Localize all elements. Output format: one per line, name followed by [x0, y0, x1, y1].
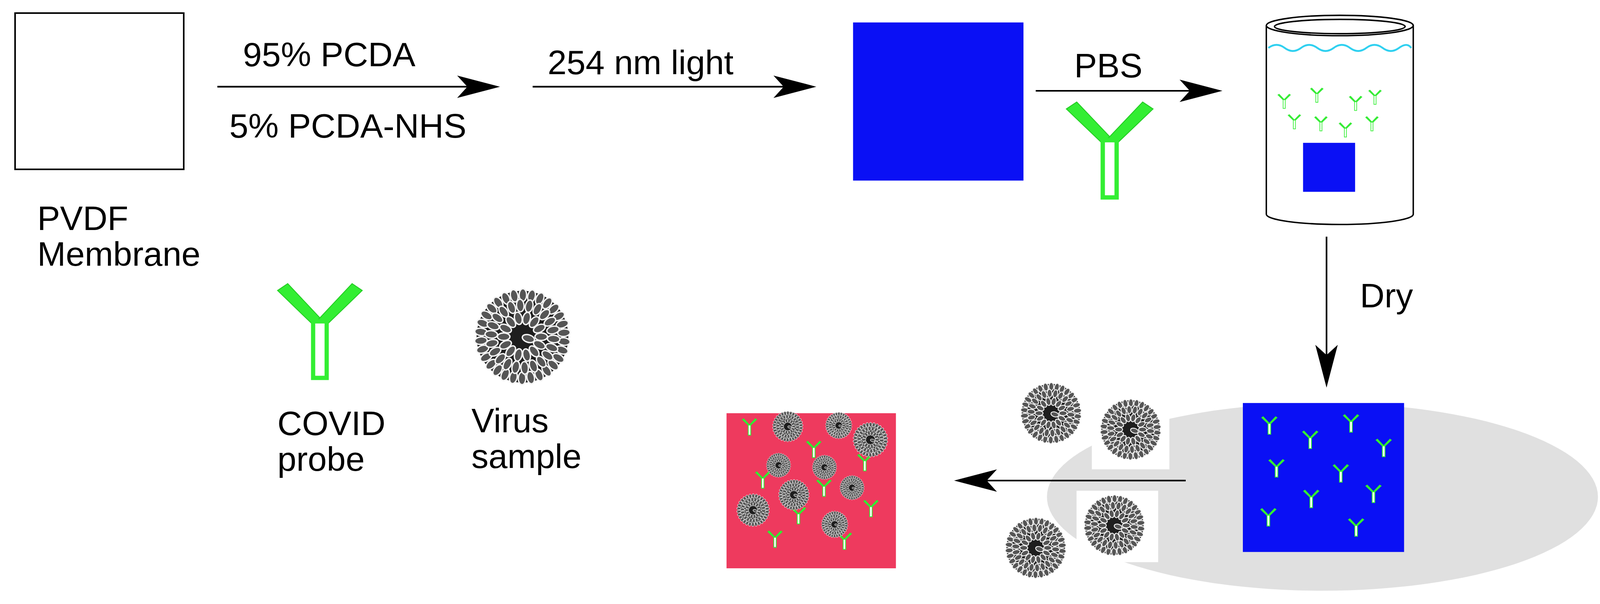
virus-particle — [839, 475, 865, 501]
buffer-label: PBS — [1074, 47, 1143, 84]
virus-particle — [1005, 517, 1067, 579]
viruses — [474, 288, 1162, 579]
beaker — [1266, 15, 1414, 225]
virus-particle — [825, 412, 852, 439]
blue-membrane-probes — [1242, 403, 1404, 553]
beaker-antibodies — [1277, 87, 1382, 137]
reagent-label: 95% PCDA — [242, 36, 416, 73]
arrows — [217, 75, 1338, 493]
node-label: PVDF Membrane — [37, 200, 228, 273]
virus-particle — [772, 411, 803, 443]
step-label: Dry — [1359, 277, 1414, 314]
virus-particle — [778, 479, 810, 511]
virus-particle — [812, 455, 837, 480]
white-patch — [1091, 396, 1170, 470]
legend-text: Virus sample — [471, 402, 603, 475]
white-patch — [1076, 490, 1159, 563]
reagent-label: 5% PCDA-NHS — [229, 107, 467, 144]
virus-particle — [474, 288, 571, 385]
virus-particle — [766, 453, 791, 478]
virus-particle — [853, 422, 889, 458]
virus-particle — [736, 494, 770, 527]
virus-particle — [821, 511, 849, 539]
blue-membrane — [853, 22, 1024, 181]
virus-particle — [1083, 495, 1146, 557]
membrane-antibodies — [1260, 414, 1393, 537]
red-membrane — [726, 413, 897, 569]
virus-particle — [1020, 382, 1082, 445]
legend-text: COVID probe — [277, 405, 409, 478]
membrane-box: PVDF Membrane — [14, 12, 185, 171]
antibody — [1066, 101, 1154, 198]
condition-label: 254 nm light — [547, 44, 734, 81]
legend-antibody — [277, 283, 362, 379]
virus-particle — [1100, 399, 1162, 461]
